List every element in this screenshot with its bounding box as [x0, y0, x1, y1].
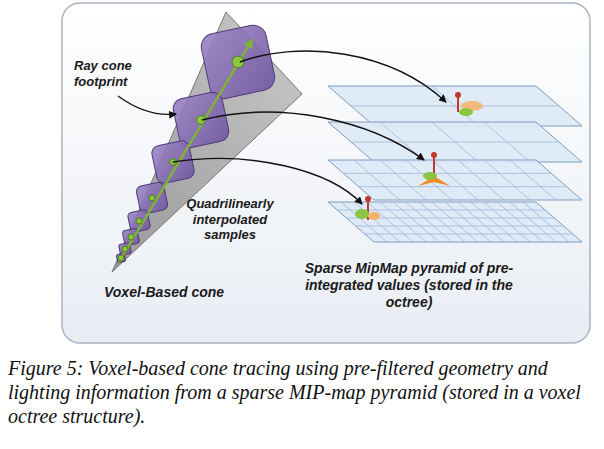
figure-caption: Figure 5: Voxel-based cone tracing using…: [8, 356, 596, 428]
mip-level: [328, 160, 582, 200]
grid-line: [471, 202, 517, 242]
sample-dot: [136, 218, 142, 224]
grid-line: [523, 202, 569, 242]
sample-dot: [128, 234, 134, 240]
grid-line: [510, 202, 556, 242]
samples-label: Quadrilinearly interpolated samples: [176, 196, 284, 243]
grid-line: [484, 160, 530, 200]
grid-line: [356, 226, 564, 227]
lookup-arrows: [173, 51, 446, 204]
grid-line: [354, 202, 400, 242]
cone: [112, 12, 302, 272]
voxel-squares: [116, 23, 277, 263]
grid-line: [354, 160, 400, 200]
grid-line: [367, 202, 413, 242]
mip-level: [328, 202, 582, 242]
sample-dot: [149, 195, 155, 201]
cone-footprint-label: Ray cone footprint: [74, 58, 158, 89]
grid-line: [406, 160, 452, 200]
grid-line: [445, 202, 491, 242]
grid-line: [510, 160, 556, 200]
sample-dot: [232, 56, 244, 68]
mip-level: [328, 122, 582, 162]
grid-line: [380, 202, 426, 242]
grid-line: [380, 160, 426, 200]
sample-dot: [118, 255, 124, 261]
cone-title: Voxel-Based cone: [104, 284, 264, 301]
sample-dot: [122, 246, 128, 252]
grid-line: [458, 202, 504, 242]
grid-line: [351, 142, 559, 143]
grid-line: [365, 234, 573, 235]
grid-line: [393, 202, 439, 242]
mipmap-planes: [328, 86, 582, 242]
grid-line: [359, 186, 567, 187]
grid-line: [341, 202, 387, 242]
leader-arrow: [118, 96, 176, 114]
grid-line: [419, 202, 465, 242]
grid-line: [458, 160, 504, 200]
mip-level: [328, 86, 582, 126]
pyramid-title: Sparse MipMap pyramid of pre-integrated …: [296, 260, 522, 310]
grid-line: [406, 202, 452, 242]
grid-line: [343, 173, 551, 174]
panel: [62, 3, 590, 343]
grid-line: [432, 202, 478, 242]
grid-line: [497, 202, 543, 242]
grid-line: [484, 202, 530, 242]
grid-line: [351, 106, 559, 107]
voxel-square: [199, 23, 277, 101]
